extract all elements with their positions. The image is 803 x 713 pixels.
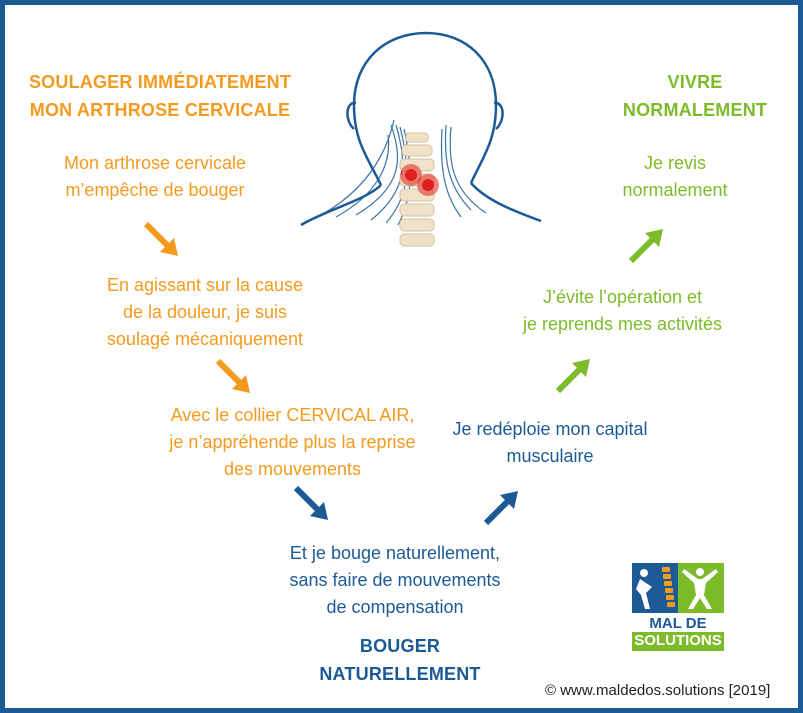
step-3-line-1: Avec le collier CERVICAL AIR, [170, 405, 415, 425]
step-6-line-1: J’évite l’opération et [542, 287, 703, 307]
step-2-line-1: En agissant sur la cause [106, 275, 304, 295]
step-6-line-2: je reprends mes activités [522, 314, 723, 334]
step-2-line-3: soulagé mécaniquement [106, 329, 304, 349]
right-title-line-1: VIVRE [667, 72, 723, 92]
step-3-text: Avec le collier CERVICAL AIR, je n’appré… [150, 402, 435, 483]
step-1-line-1: Mon arthrose cervicale [63, 153, 247, 173]
step-4-line-1: Et je bouge naturellement, [289, 543, 501, 563]
step-5-line-2: musculaire [506, 446, 594, 466]
down-right-arrow-3 [293, 485, 328, 520]
right-title: VIVRE NORMALEMENT [595, 68, 795, 124]
step-2-line-2: de la douleur, je suis [122, 302, 288, 322]
right-title-line-2: NORMALEMENT [622, 100, 768, 120]
neck-pain-illustration [300, 31, 542, 247]
step-5-text: Je redéploie mon capital musculaire [430, 416, 670, 470]
bottom-title: BOUGER NATURELLEMENT [295, 632, 505, 688]
up-right-arrow-1 [483, 491, 518, 526]
mal-de-dos-solutions-logo: MAL DE DOS SOLUTIONS [632, 563, 724, 651]
copyright-text: © www.maldedos.solutions [2019] [545, 682, 771, 699]
step-4-line-2: sans faire de mouvements [289, 570, 501, 590]
down-right-arrow-1 [143, 221, 178, 256]
up-right-arrow-3 [628, 229, 663, 264]
step-6-text: J’évite l’opération et je reprends mes a… [500, 284, 745, 338]
left-title-line-1: SOULAGER IMMÉDIATEMENT [28, 72, 292, 92]
step-5-line-1: Je redéploie mon capital [452, 419, 648, 439]
left-title-line-2: MON ARTHROSE CERVICALE [29, 100, 291, 120]
step-4-text: Et je bouge naturellement, sans faire de… [260, 540, 530, 621]
step-1-line-2: m’empêche de bouger [65, 180, 245, 200]
left-title: SOULAGER IMMÉDIATEMENT MON ARTHROSE CERV… [25, 68, 295, 124]
down-right-arrow-2 [215, 358, 250, 393]
step-3-line-2: je n’appréhende plus la reprise [169, 432, 416, 452]
logo-line-2: SOLUTIONS [632, 632, 724, 651]
step-7-text: Je revis normalement [580, 150, 770, 204]
step-1-text: Mon arthrose cervicale m’empêche de boug… [35, 150, 275, 204]
up-right-arrow-2 [555, 359, 590, 394]
step-2-text: En agissant sur la cause de la douleur, … [80, 272, 330, 353]
step-4-line-3: de compensation [326, 597, 464, 617]
step-7-line-2: normalement [622, 180, 728, 200]
bottom-title-line-2: NATURELLEMENT [319, 664, 481, 684]
step-3-line-3: des mouvements [223, 459, 362, 479]
bottom-title-line-1: BOUGER [359, 636, 441, 656]
step-7-line-1: Je revis [643, 153, 706, 173]
logo-emblem-icon [632, 563, 724, 613]
